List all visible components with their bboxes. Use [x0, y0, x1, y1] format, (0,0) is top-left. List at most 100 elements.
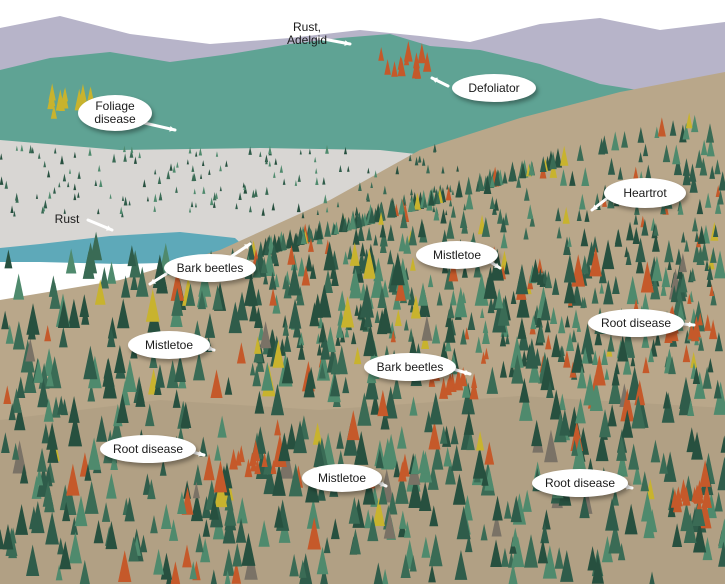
tree	[315, 222, 323, 240]
pointer-arrowhead	[106, 225, 112, 231]
tree	[663, 451, 677, 482]
tree	[520, 163, 527, 179]
tree	[157, 175, 162, 185]
tree	[640, 261, 654, 293]
tree	[702, 366, 712, 389]
tree	[569, 170, 576, 186]
pointer-arrowhead	[244, 244, 250, 250]
tree	[296, 203, 301, 213]
tree	[263, 272, 269, 285]
tree	[624, 246, 629, 258]
tree	[704, 314, 712, 331]
tree	[379, 236, 387, 253]
tree	[190, 201, 194, 208]
tree	[403, 40, 413, 62]
tree	[261, 207, 265, 216]
tree	[192, 172, 197, 182]
tree	[317, 314, 324, 329]
tree	[68, 531, 83, 564]
tree	[508, 161, 517, 182]
tree	[682, 486, 691, 506]
tree	[145, 403, 155, 427]
tree	[378, 46, 385, 61]
tree	[342, 250, 349, 265]
tree	[374, 310, 381, 323]
tree	[714, 250, 725, 279]
tree	[343, 146, 348, 155]
tree	[112, 153, 116, 163]
tree	[324, 220, 332, 237]
pointer-arrowhead	[169, 126, 175, 132]
tree	[364, 509, 373, 529]
tree	[228, 301, 242, 334]
tree	[682, 122, 690, 140]
tree	[192, 481, 200, 499]
tree	[254, 306, 263, 328]
tree	[177, 491, 187, 514]
tree	[41, 423, 51, 444]
tree	[556, 226, 562, 239]
tree	[202, 519, 211, 537]
tree	[480, 351, 487, 364]
tree	[705, 123, 715, 143]
tree	[641, 329, 650, 348]
tree	[336, 201, 340, 208]
tree	[612, 275, 620, 294]
tree	[577, 365, 587, 389]
tree	[391, 375, 402, 400]
tree	[121, 275, 131, 298]
tree	[662, 391, 671, 409]
tree	[5, 324, 14, 344]
tree	[589, 246, 602, 277]
tree	[123, 196, 128, 206]
tree	[489, 196, 496, 209]
tree	[695, 479, 704, 498]
tree	[572, 437, 587, 471]
tree	[73, 183, 77, 191]
tree	[599, 409, 611, 438]
tree	[333, 221, 340, 235]
tree	[335, 319, 344, 338]
tree	[155, 364, 165, 388]
tree	[355, 211, 363, 228]
tree	[519, 377, 530, 403]
tree	[306, 498, 320, 529]
tree	[628, 443, 640, 470]
tree	[583, 373, 597, 406]
tree	[372, 497, 385, 526]
tree	[190, 492, 204, 522]
tree	[128, 200, 131, 206]
tree	[423, 51, 432, 72]
tree	[60, 155, 64, 165]
tree	[624, 503, 638, 535]
tree	[446, 184, 449, 190]
tree	[325, 326, 336, 353]
tree	[544, 318, 551, 333]
tree	[549, 389, 563, 420]
tree	[682, 344, 691, 363]
tree	[559, 145, 569, 166]
tree	[336, 430, 344, 449]
tree	[349, 212, 357, 230]
tree	[390, 329, 396, 343]
tree	[429, 505, 439, 527]
tree	[123, 153, 127, 162]
tree	[461, 263, 468, 278]
tree	[645, 478, 655, 500]
tree	[704, 192, 712, 208]
tree	[668, 355, 676, 375]
tree	[383, 433, 399, 468]
tree	[465, 183, 471, 195]
tree	[176, 161, 179, 168]
tree	[445, 218, 455, 239]
tree	[413, 192, 422, 210]
pointer-arrow	[138, 120, 177, 132]
tree	[397, 425, 407, 449]
tree	[605, 497, 619, 531]
tree	[691, 321, 700, 342]
tree	[542, 545, 557, 579]
tree	[540, 356, 555, 391]
tree	[325, 144, 329, 154]
tree	[660, 200, 667, 215]
tree	[110, 451, 118, 471]
